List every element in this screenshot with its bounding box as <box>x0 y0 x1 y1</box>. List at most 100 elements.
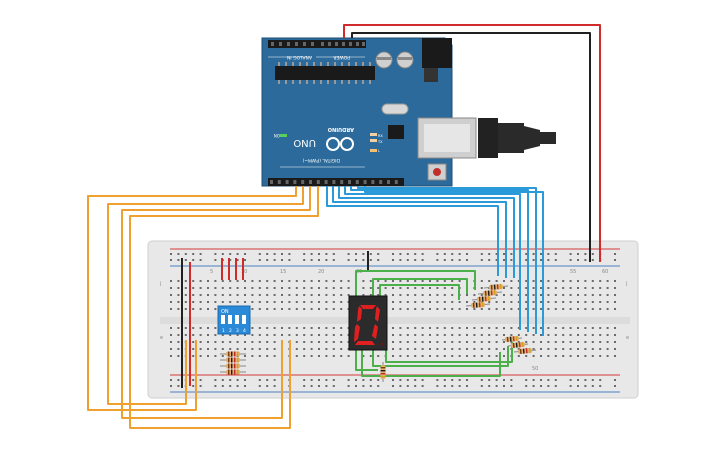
breadboard-hole[interactable] <box>303 253 306 255</box>
breadboard-hole[interactable] <box>577 355 579 357</box>
breadboard-hole[interactable] <box>503 327 505 329</box>
breadboard-hole[interactable] <box>569 301 572 303</box>
breadboard-hole[interactable] <box>458 259 461 261</box>
breadboard-hole[interactable] <box>480 294 483 296</box>
breadboard-hole[interactable] <box>244 287 246 289</box>
breadboard-hole[interactable] <box>325 334 328 336</box>
breadboard-hole[interactable] <box>340 287 343 289</box>
breadboard-hole[interactable] <box>318 348 320 350</box>
breadboard-hole[interactable] <box>170 301 172 303</box>
breadboard-hole[interactable] <box>569 348 572 350</box>
breadboard-hole[interactable] <box>547 259 550 261</box>
breadboard-hole[interactable] <box>443 355 446 357</box>
breadboard-hole[interactable] <box>599 287 602 289</box>
breadboard-hole[interactable] <box>466 259 468 261</box>
breadboard-hole[interactable] <box>443 308 446 310</box>
breadboard-hole[interactable] <box>392 348 394 350</box>
breadboard-hole[interactable] <box>569 308 572 310</box>
breadboard-hole[interactable] <box>540 334 542 336</box>
breadboard-hole[interactable] <box>266 327 269 329</box>
breadboard-hole[interactable] <box>488 280 491 282</box>
breadboard-hole[interactable] <box>207 308 209 310</box>
breadboard-hole[interactable] <box>192 280 195 282</box>
breadboard-hole[interactable] <box>473 348 476 350</box>
breadboard-hole[interactable] <box>295 348 298 350</box>
analog-header[interactable] <box>268 40 318 48</box>
breadboard-hole[interactable] <box>554 301 557 303</box>
breadboard-hole[interactable] <box>540 385 542 387</box>
breadboard-hole[interactable] <box>288 334 291 336</box>
breadboard-hole[interactable] <box>458 301 461 303</box>
breadboard-hole[interactable] <box>562 348 565 350</box>
breadboard-hole[interactable] <box>258 385 261 387</box>
breadboard-hole[interactable] <box>458 253 461 255</box>
breadboard-hole[interactable] <box>473 334 476 336</box>
breadboard-hole[interactable] <box>273 348 276 350</box>
breadboard-hole[interactable] <box>495 348 498 350</box>
breadboard-hole[interactable] <box>532 253 535 255</box>
breadboard-hole[interactable] <box>236 294 239 296</box>
breadboard-hole[interactable] <box>170 280 172 282</box>
breadboard-hole[interactable] <box>562 301 565 303</box>
breadboard-hole[interactable] <box>221 385 224 387</box>
breadboard-hole[interactable] <box>554 355 557 357</box>
breadboard-hole[interactable] <box>577 301 579 303</box>
breadboard-hole[interactable] <box>362 355 365 357</box>
breadboard-hole[interactable] <box>340 355 343 357</box>
breadboard-hole[interactable] <box>170 348 172 350</box>
breadboard-hole[interactable] <box>214 327 217 329</box>
breadboard-hole[interactable] <box>429 301 431 303</box>
breadboard-hole[interactable] <box>614 348 616 350</box>
breadboard-hole[interactable] <box>606 308 609 310</box>
breadboard-hole[interactable] <box>443 301 446 303</box>
breadboard-hole[interactable] <box>399 259 402 261</box>
breadboard-hole[interactable] <box>184 280 187 282</box>
breadboard-hole[interactable] <box>510 280 513 282</box>
breadboard-hole[interactable] <box>288 287 291 289</box>
breadboard-hole[interactable] <box>347 253 350 255</box>
breadboard-hole[interactable] <box>318 253 320 255</box>
breadboard-hole[interactable] <box>591 308 594 310</box>
breadboard-hole[interactable] <box>421 253 424 255</box>
breadboard-hole[interactable] <box>177 385 180 387</box>
breadboard-hole[interactable] <box>451 294 454 296</box>
breadboard-hole[interactable] <box>429 308 431 310</box>
breadboard-hole[interactable] <box>177 355 180 357</box>
breadboard-hole[interactable] <box>614 327 616 329</box>
breadboard-hole[interactable] <box>614 308 616 310</box>
breadboard-hole[interactable] <box>177 334 180 336</box>
breadboard-hole[interactable] <box>258 334 261 336</box>
breadboard-hole[interactable] <box>310 280 313 282</box>
breadboard-hole[interactable] <box>606 287 609 289</box>
breadboard-hole[interactable] <box>421 348 424 350</box>
breadboard-hole[interactable] <box>525 294 528 296</box>
breadboard-hole[interactable] <box>421 294 424 296</box>
breadboard-hole[interactable] <box>495 280 498 282</box>
breadboard-hole[interactable] <box>614 355 616 357</box>
breadboard-hole[interactable] <box>517 301 520 303</box>
breadboard-hole[interactable] <box>473 301 476 303</box>
breadboard-hole[interactable] <box>340 308 343 310</box>
breadboard-hole[interactable] <box>466 308 468 310</box>
breadboard-hole[interactable] <box>266 287 269 289</box>
breadboard-hole[interactable] <box>273 294 276 296</box>
breadboard-hole[interactable] <box>510 294 513 296</box>
breadboard-hole[interactable] <box>332 348 335 350</box>
breadboard-hole[interactable] <box>599 334 602 336</box>
breadboard-hole[interactable] <box>577 280 579 282</box>
breadboard-hole[interactable] <box>577 341 579 343</box>
breadboard-hole[interactable] <box>177 348 180 350</box>
breadboard-hole[interactable] <box>436 385 439 387</box>
breadboard-hole[interactable] <box>495 259 498 261</box>
breadboard-hole[interactable] <box>517 341 520 343</box>
breadboard-hole[interactable] <box>199 294 202 296</box>
breadboard-hole[interactable] <box>466 301 468 303</box>
breadboard-hole[interactable] <box>199 308 202 310</box>
breadboard-hole[interactable] <box>503 287 505 289</box>
breadboard-hole[interactable] <box>221 253 224 255</box>
breadboard-hole[interactable] <box>184 334 187 336</box>
breadboard-hole[interactable] <box>244 334 246 336</box>
breadboard-hole[interactable] <box>591 379 594 381</box>
breadboard-hole[interactable] <box>436 341 439 343</box>
breadboard-hole[interactable] <box>199 253 202 255</box>
